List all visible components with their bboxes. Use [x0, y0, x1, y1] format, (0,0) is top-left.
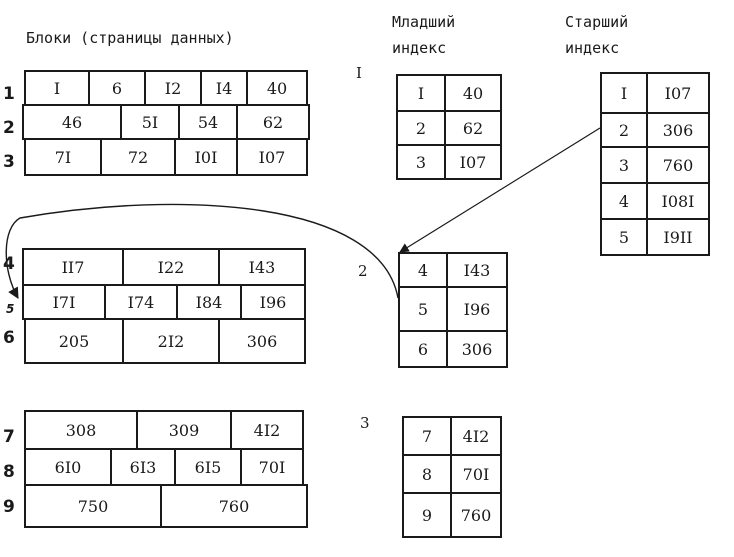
senior-index-header-line2: индекс: [565, 39, 620, 57]
junior-to-block-arrow: [5, 203, 399, 299]
row-number-9: 9: [3, 497, 15, 517]
row-number-3: 3: [3, 152, 15, 172]
senior-index-value: I9II: [646, 218, 710, 256]
group-label-2: 2: [358, 262, 368, 280]
blocks-header: Блоки (страницы данных): [26, 29, 234, 47]
group-label-3: 3: [360, 414, 370, 432]
junior-index-header-line1: Младший: [392, 13, 456, 31]
row-number-1: 1: [3, 84, 15, 104]
senior-index-header-line1: Старший: [565, 13, 629, 31]
row-number-4: 4: [3, 254, 15, 274]
row-number-5: 5: [6, 302, 15, 316]
block-cell: I07: [236, 138, 308, 176]
row-number-2: 2: [3, 118, 15, 138]
row-number-8: 8: [3, 462, 15, 482]
junior-index-value: I07: [444, 144, 502, 180]
row-number-6: 6: [3, 328, 15, 348]
block-cell: 306: [218, 318, 306, 364]
group-label-1: I: [356, 64, 362, 82]
senior-to-junior-arrow: [399, 127, 601, 253]
block-cell: 760: [160, 484, 308, 528]
junior-index-value: 306: [446, 330, 508, 368]
row-number-7: 7: [3, 427, 15, 447]
junior-index-value: 760: [450, 492, 502, 538]
junior-index-header-line2: индекс: [392, 39, 447, 57]
